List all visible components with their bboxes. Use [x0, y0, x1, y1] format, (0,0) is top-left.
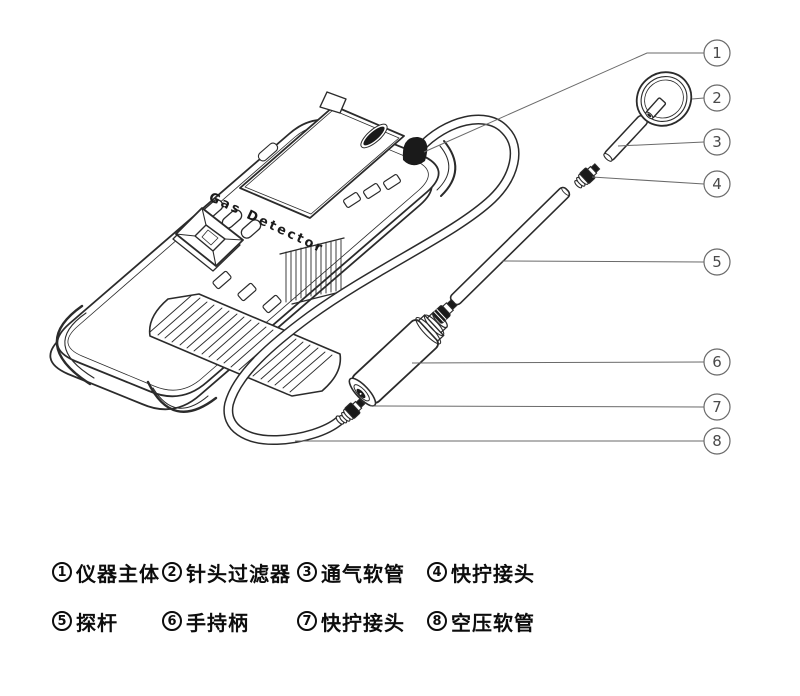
legend-number-2: 2	[162, 562, 182, 582]
vent-tube	[603, 114, 649, 162]
probe-rod	[449, 186, 571, 306]
callout-3: 3	[703, 128, 731, 156]
legend-label-4: 快拧接头	[451, 561, 535, 586]
leader-line-5	[501, 260, 705, 263]
callout-1: 1	[703, 39, 731, 67]
hose-strain-relief-boot	[402, 136, 428, 166]
legend-number-7: 7	[297, 611, 317, 631]
legend-number-5: 5	[52, 611, 72, 631]
legend-item-5: 5 探杆	[52, 609, 118, 635]
handle-end-cap	[348, 377, 377, 407]
leader-line-2	[691, 97, 705, 100]
legend-item-2: 2 针头过滤器	[162, 560, 291, 586]
bottom-grip	[148, 293, 342, 397]
air-hose	[223, 114, 520, 446]
legend-label-5: 探杆	[76, 610, 118, 635]
dpad	[172, 207, 244, 272]
legend-number-4: 4	[427, 562, 447, 582]
legend-number-3: 3	[297, 562, 317, 582]
device-body	[49, 91, 457, 413]
legend-label-7: 快拧接头	[321, 610, 405, 635]
quick-connector-7	[339, 398, 366, 424]
legend-item-3: 3 通气软管	[297, 560, 405, 586]
leader-line-6	[411, 361, 705, 364]
legend-label-2: 针头过滤器	[186, 561, 291, 586]
corner-bumpers	[55, 140, 457, 413]
edge-keys	[212, 270, 282, 314]
callout-5: 5	[703, 248, 731, 276]
function-keys	[343, 174, 401, 208]
callout-8: 8	[703, 427, 731, 455]
leader-line-1	[423, 52, 704, 153]
leader-line-3	[617, 141, 705, 147]
callout-8-number: 8	[712, 432, 722, 450]
hand-grip-handle	[348, 311, 448, 407]
legend-number-8: 8	[427, 611, 447, 631]
legend-label-1: 仪器主体	[76, 561, 160, 586]
callout-5-number: 5	[712, 253, 722, 271]
callout-2-number: 2	[712, 89, 722, 107]
leader-line-4	[591, 176, 705, 185]
callout-6: 6	[703, 348, 731, 376]
legend-item-8: 8 空压软管	[427, 609, 535, 635]
quick-connector-4	[574, 163, 601, 189]
leader-line-7	[369, 405, 705, 408]
legend-item-6: 6 手持柄	[162, 609, 249, 635]
callout-1-number: 1	[712, 44, 722, 62]
bezel-vent	[257, 142, 279, 162]
callout-7: 7	[703, 393, 731, 421]
legend-label-3: 通气软管	[321, 561, 405, 586]
probe-end-connector	[432, 298, 458, 324]
legend-number-1: 1	[52, 562, 72, 582]
callout-7-number: 7	[712, 398, 722, 416]
legend-number-6: 6	[162, 611, 182, 631]
belt-clip	[319, 91, 347, 114]
callout-3-number: 3	[712, 133, 722, 151]
callout-2: 2	[703, 84, 731, 112]
callout-4-number: 4	[712, 175, 722, 193]
alarm-led-window	[360, 123, 388, 149]
callout-6-number: 6	[712, 353, 722, 371]
callout-4: 4	[703, 170, 731, 198]
filter-nozzle	[645, 97, 667, 120]
needle-filter	[635, 71, 693, 127]
legend-item-4: 4 快拧接头	[427, 560, 535, 586]
legend-label-8: 空压软管	[451, 610, 535, 635]
legend-label-6: 手持柄	[186, 610, 249, 635]
legend-item-7: 7 快拧接头	[297, 609, 405, 635]
legend-item-1: 1 仪器主体	[52, 560, 160, 586]
